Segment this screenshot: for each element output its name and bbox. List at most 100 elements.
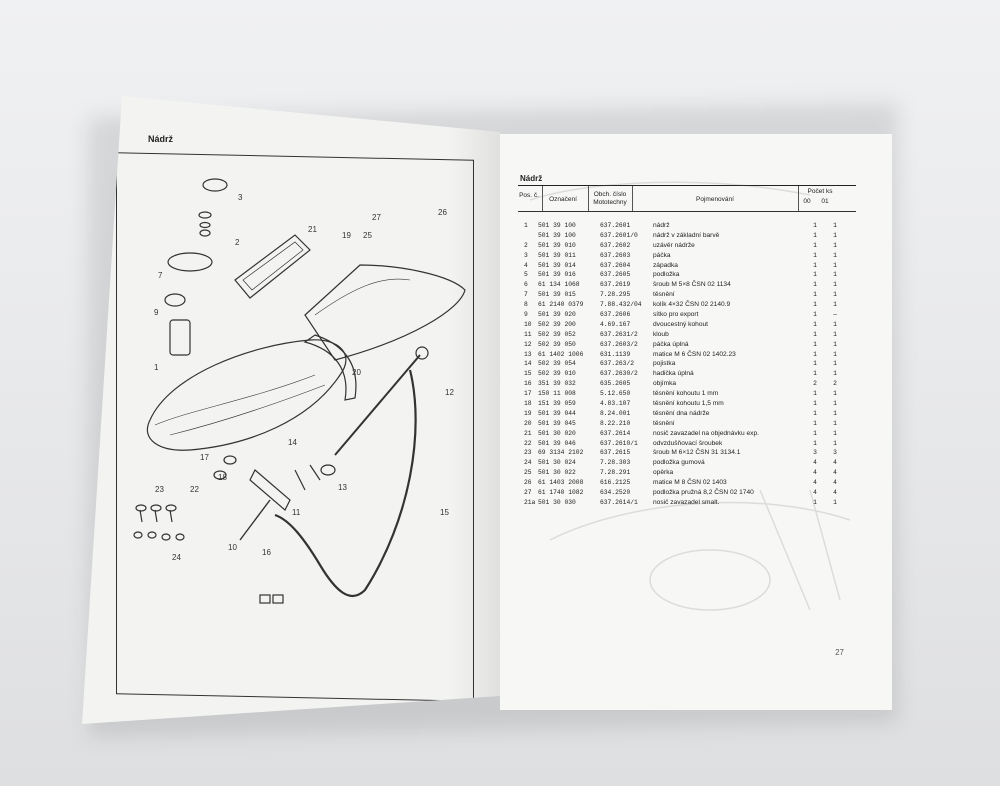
- trade-number: 637.2603/2: [600, 340, 638, 348]
- exploded-parts-diagram: 3 2 7 9 1 21 19 25 27 26 20 12 17 18 14 …: [133, 178, 466, 604]
- part-name: podložka: [653, 271, 680, 279]
- header-name: Pojmenování: [696, 196, 734, 203]
- rod-part: [334, 354, 421, 456]
- part-designation: 501 39 100: [538, 222, 576, 229]
- right-page-title: Nádrž: [520, 174, 543, 183]
- part-position: 26: [524, 479, 532, 487]
- part-name: hadička úplná: [653, 370, 694, 378]
- header-obch: Obch. číslo Mototechny: [593, 191, 627, 206]
- part-name: podložka gumová: [653, 459, 705, 467]
- count-00: 1: [813, 390, 817, 398]
- part-position: 22: [524, 439, 532, 447]
- part-name: odvzdušňovací šroubek: [653, 439, 723, 447]
- count-01: 1: [833, 291, 837, 299]
- callout-25: 25: [363, 231, 372, 240]
- count-00: 1: [813, 330, 817, 338]
- trade-number: 637.2605: [600, 271, 631, 279]
- count-01: 4: [833, 479, 837, 487]
- part-designation: 501 39 011: [538, 251, 576, 259]
- header-pos: Pos. č.: [519, 192, 539, 199]
- trade-number: 5.12.650: [600, 390, 631, 398]
- callout-26: 26: [438, 208, 447, 217]
- part-designation: 502 39 010: [538, 370, 576, 378]
- trade-number: 7.88.432/04: [600, 301, 642, 309]
- part-position: 8: [524, 301, 528, 309]
- count-00: 1: [813, 291, 817, 299]
- part-position: 15: [524, 370, 532, 378]
- part-name: sítko pro export: [653, 311, 699, 319]
- trade-number: 7.28.295: [600, 291, 631, 299]
- count-01: 1: [833, 330, 837, 338]
- count-00: 1: [813, 439, 817, 447]
- count-01: 1: [833, 360, 837, 368]
- trade-number: 637.2614: [600, 429, 631, 437]
- count-01: 4: [833, 489, 837, 497]
- count-01: 1: [833, 271, 837, 279]
- part-position: 14: [524, 360, 532, 368]
- part-name: kloub: [653, 330, 669, 338]
- part-name: matice M 6 ČSN 02 1402.23: [653, 350, 736, 358]
- count-00: 4: [813, 479, 817, 487]
- part-designation: 501 39 044: [538, 409, 576, 417]
- part-position: 16: [524, 380, 532, 388]
- tank-body-part: [146, 339, 347, 451]
- trade-number: 637.2604: [600, 261, 631, 269]
- part-designation: 501 39 020: [538, 311, 576, 319]
- part-name: nádrž: [653, 222, 670, 229]
- part-designation: 501 39 014: [538, 261, 576, 269]
- filler-ring-part: [167, 252, 213, 272]
- count-01: 1: [833, 350, 837, 358]
- count-01: 1: [833, 439, 837, 447]
- callout-2: 2: [235, 238, 240, 247]
- part-designation: 501 39 015: [538, 291, 576, 299]
- count-00: 1: [813, 311, 817, 319]
- part-name: uzávěr nádrže: [653, 241, 695, 249]
- part-position: 17: [524, 390, 532, 398]
- table-top-rule: [518, 185, 856, 187]
- callout-20: 20: [352, 368, 361, 377]
- part-name: podložka pružná 8,2 ČSN 02 1740: [653, 489, 754, 497]
- part-name: opěrka: [653, 469, 674, 477]
- part-designation: 69 3134 2102: [538, 449, 584, 457]
- trade-number: 637.2630/2: [600, 370, 638, 378]
- count-00: 1: [813, 400, 817, 408]
- part-name: těsnění kohoutu 1 mm: [653, 390, 719, 398]
- count-00: 1: [813, 231, 817, 239]
- part-position: 11: [524, 330, 532, 338]
- gasket-frame-part: [234, 234, 311, 299]
- cap-part: [202, 178, 228, 192]
- count-01: 1: [833, 409, 837, 417]
- header-count: Počet ks: [807, 188, 833, 195]
- part-position: 10: [524, 320, 532, 328]
- count-00: 1: [813, 251, 817, 259]
- trade-number: 637.2606: [600, 311, 631, 319]
- count-00: 1: [813, 320, 817, 328]
- count-01: 1: [833, 400, 837, 408]
- callout-3: 3: [238, 193, 243, 202]
- header-col00: 00: [803, 198, 811, 205]
- part-designation: 501 39 016: [538, 271, 576, 279]
- table-header-rule: [518, 211, 856, 212]
- part-position: 4: [524, 261, 528, 269]
- trade-number: 8.22.210: [600, 419, 631, 427]
- count-00: 1: [813, 301, 817, 309]
- part-name: nosič zavazadel smalt.: [653, 498, 720, 506]
- callout-12: 12: [445, 388, 454, 397]
- part-designation: 501 30 022: [538, 469, 576, 477]
- trade-number: 637.2631/2: [600, 330, 638, 338]
- part-position: 12: [524, 340, 532, 348]
- part-position: 2: [524, 241, 528, 249]
- callout-11: 11: [292, 508, 301, 517]
